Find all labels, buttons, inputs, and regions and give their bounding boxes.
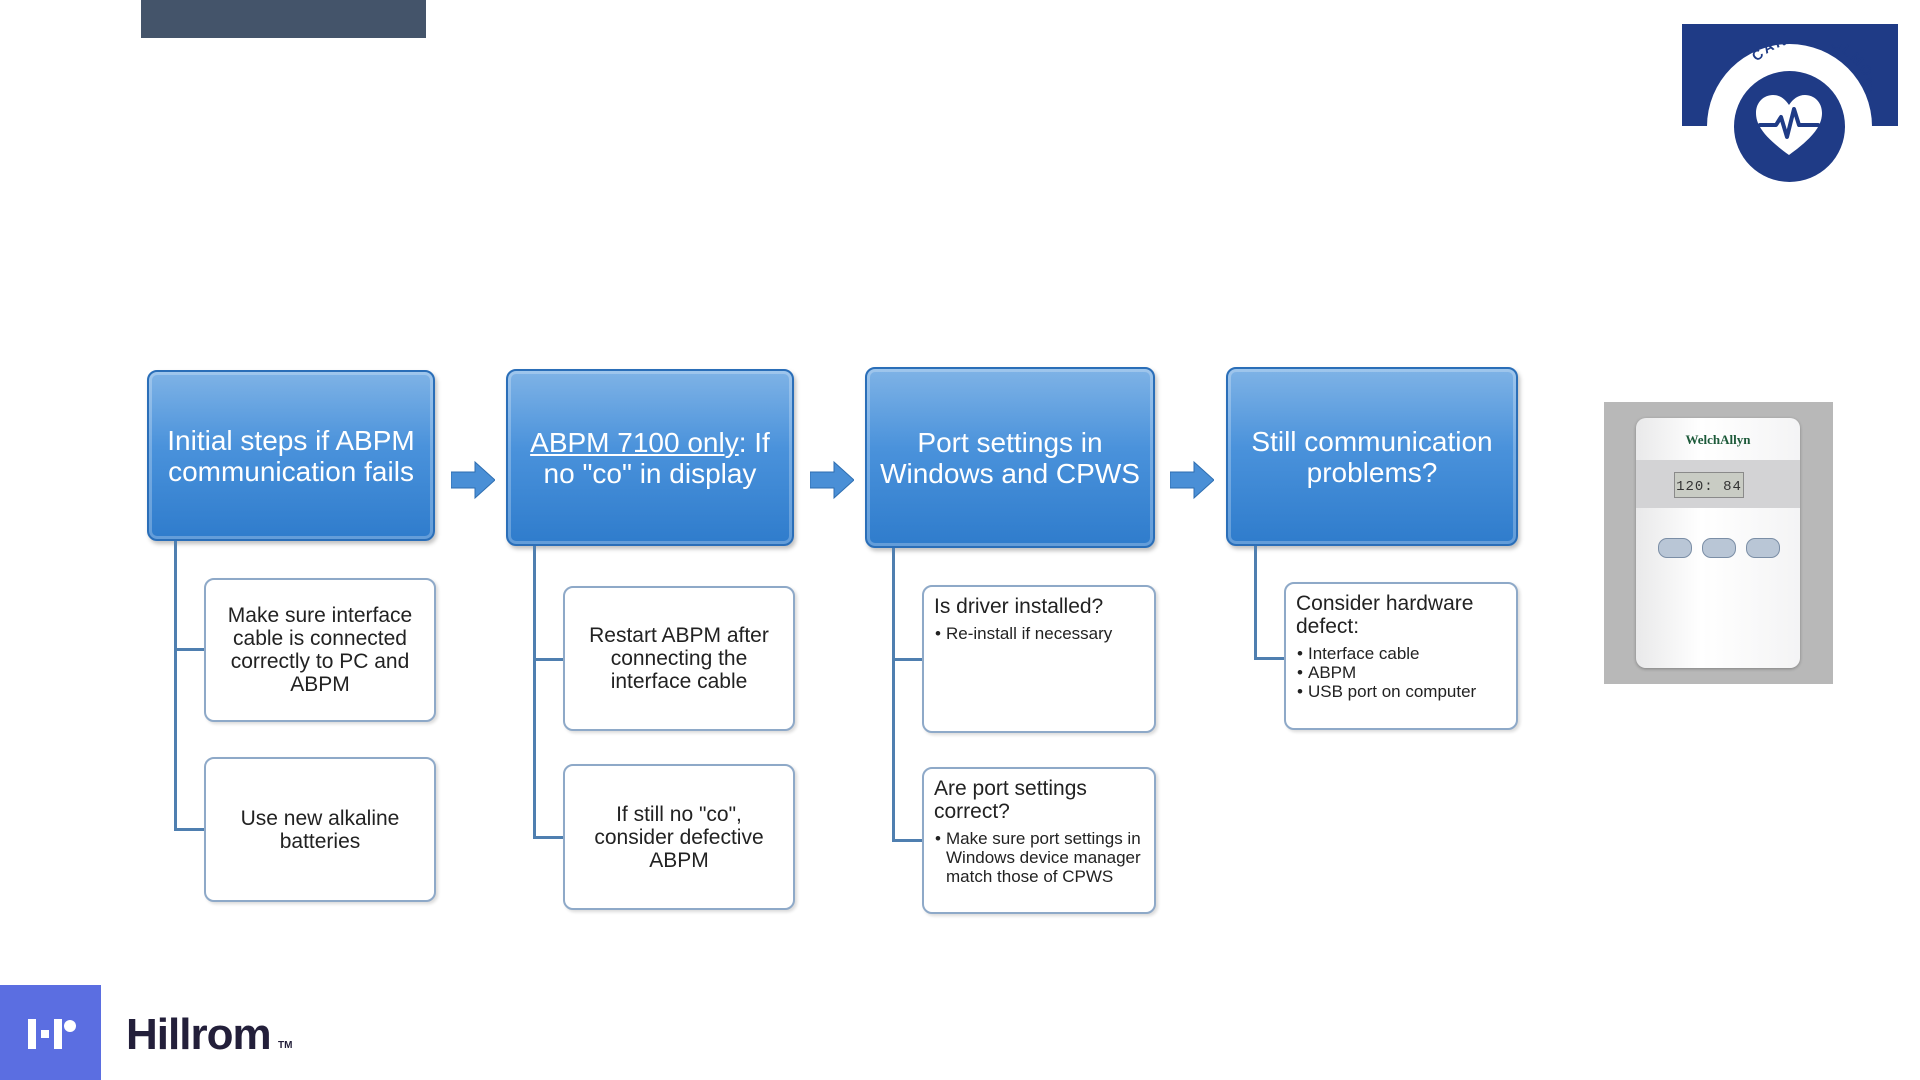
device-buttons	[1658, 538, 1780, 558]
flow-step-3-item-2-bullet: Make sure port settings in Windows devic…	[935, 829, 1144, 886]
flow-step-2-item-1: Restart ABPM after connecting the interf…	[563, 586, 795, 731]
flow-step-4-header: Still communication problems?	[1226, 367, 1518, 546]
flow-step-3-item-1-bullet: Re-install if necessary	[935, 624, 1144, 643]
flow-step-4-item-1-bullet-2: ABPM	[1297, 663, 1506, 682]
flow-step-3-title: Port settings in Windows and CPWS	[880, 426, 1140, 489]
arrow-right-icon	[1170, 460, 1214, 500]
device-brand: WelchAllyn	[1685, 432, 1751, 447]
device-lcd: 120: 84	[1674, 472, 1744, 498]
title-bar-decoration	[141, 0, 426, 38]
flow-step-1-item-1-text: Make sure interface cable is connected c…	[227, 604, 413, 696]
device-button-1	[1658, 538, 1692, 558]
connector-2a	[533, 658, 563, 661]
flow-step-3-item-2: Are port settings correct? Make sure por…	[922, 767, 1156, 914]
flow-step-3-item-1: Is driver installed? Re-install if neces…	[922, 585, 1156, 733]
heart-icon	[1756, 95, 1822, 155]
flow-step-2-item-1-text: Restart ABPM after connecting the interf…	[589, 624, 769, 693]
device-button-3	[1746, 538, 1780, 558]
device-button-2	[1702, 538, 1736, 558]
flow-step-4-item-1-bullet-1: Interface cable	[1297, 644, 1506, 663]
hillrom-logo-mark	[0, 985, 101, 1080]
hillrom-icon	[28, 1019, 76, 1049]
flow-step-4-item-1-bullet-3: USB port on computer	[1297, 682, 1506, 701]
flow-step-2-title-underlined: ABPM 7100 only	[530, 426, 739, 458]
connector-3	[892, 548, 895, 841]
flow-step-4-title: Still communication problems?	[1251, 425, 1493, 488]
device-body: WelchAllyn 120: 84	[1636, 418, 1800, 668]
connector-2b	[533, 836, 563, 839]
connector-1a	[174, 648, 204, 651]
flow-step-1-item-2: Use new alkaline batteries	[204, 757, 436, 902]
arrow-right-icon	[451, 460, 495, 500]
flow-step-3-item-2-title: Are port settings correct?	[934, 777, 1087, 823]
flow-step-1-item-2-text: Use new alkaline batteries	[240, 806, 400, 853]
arrow-right-icon	[810, 460, 854, 500]
flow-step-2-item-2: If still no "co", consider defective ABP…	[563, 764, 795, 910]
connector-4	[1254, 546, 1257, 660]
connector-1b	[174, 828, 204, 831]
hillrom-wordmark: Hillrom	[126, 1010, 272, 1059]
connector-4a	[1254, 657, 1284, 660]
flow-step-4-item-1: Consider hardware defect: Interface cabl…	[1284, 582, 1518, 730]
connector-2	[533, 546, 536, 838]
flow-step-2-title-rest: : If no "co" in display	[543, 426, 770, 489]
abpm-device-image: WelchAllyn 120: 84	[1604, 402, 1833, 684]
flow-step-3-item-1-title: Is driver installed?	[934, 595, 1104, 618]
connector-3b	[892, 839, 922, 842]
flow-step-4-item-1-title: Consider hardware defect:	[1296, 592, 1474, 638]
connector-1	[174, 541, 177, 830]
connector-3a	[892, 658, 922, 661]
cardiopulmonary-badge: CARDIOPULMONARY	[1682, 24, 1898, 209]
flow-step-1-header: Initial steps if ABPM communication fail…	[147, 370, 435, 541]
flow-step-1-title: Initial steps if ABPM communication fail…	[167, 424, 415, 487]
hillrom-trademark: TM	[278, 1040, 293, 1051]
flow-step-2-header: ABPM 7100 only: If no "co" in display	[506, 369, 794, 546]
flow-step-2-item-2-text: If still no "co", consider defective ABP…	[594, 802, 764, 872]
flow-step-1-item-1: Make sure interface cable is connected c…	[204, 578, 436, 722]
flow-step-3-header: Port settings in Windows and CPWS	[865, 367, 1155, 548]
